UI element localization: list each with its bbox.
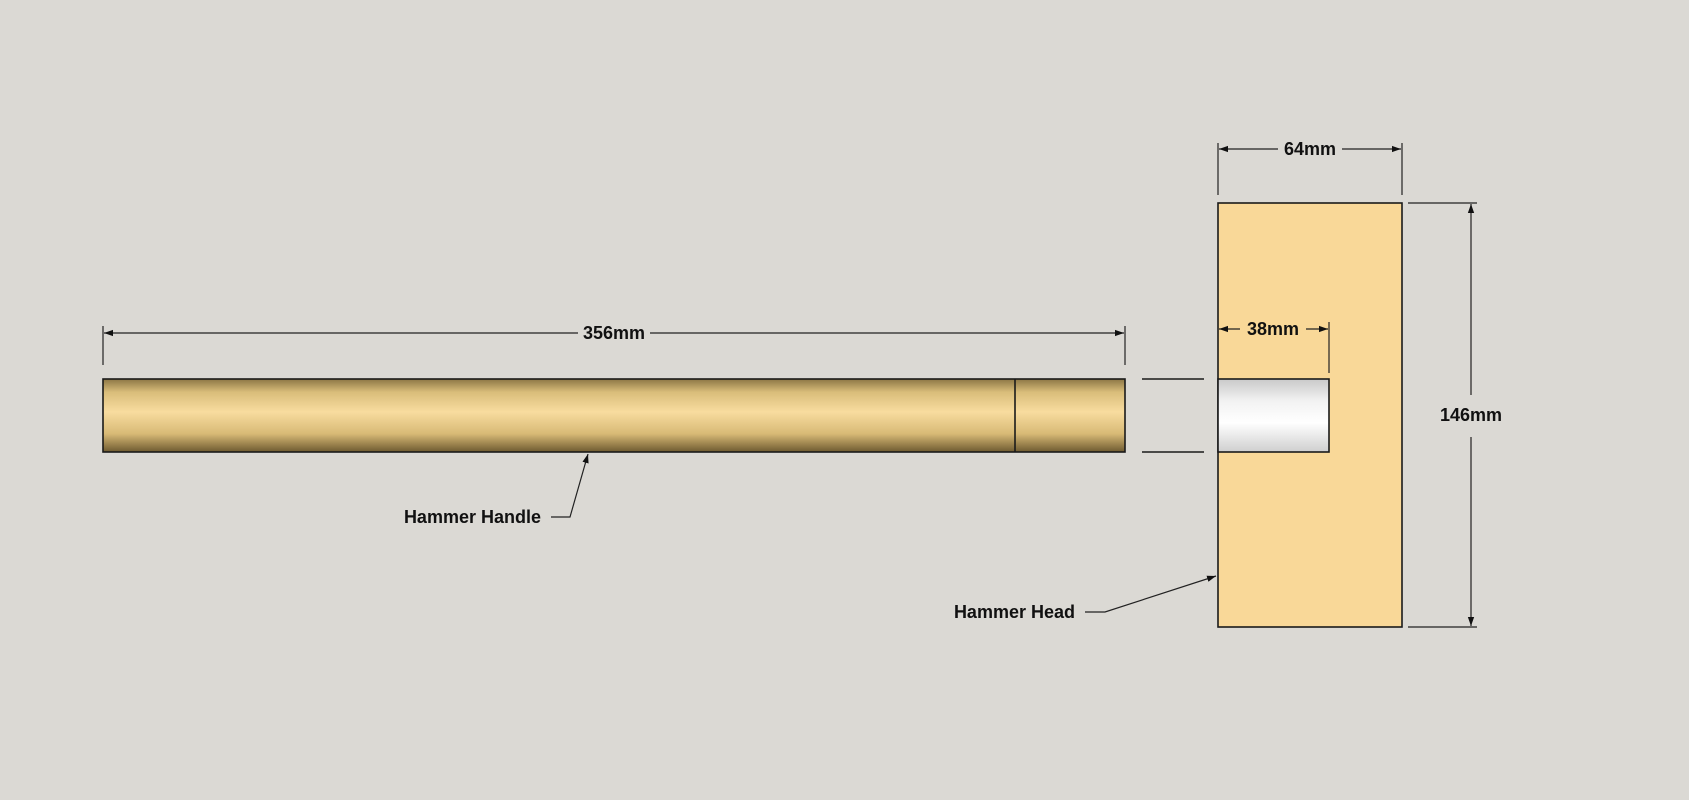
- handle-body: [102, 378, 1126, 453]
- handle-callout: Hammer Handle: [404, 453, 589, 527]
- head-height-dimension: 146mm: [1408, 202, 1502, 628]
- handle-length-label: 356mm: [583, 323, 645, 343]
- handle-hole: [1217, 378, 1330, 453]
- handle-label: Hammer Handle: [404, 507, 541, 527]
- head-height-label: 146mm: [1440, 405, 1502, 425]
- handle-length-dimension: 356mm: [102, 323, 1126, 365]
- hammer-head: [1217, 202, 1403, 628]
- head-callout: Hammer Head: [954, 575, 1217, 622]
- hole-depth-label: 38mm: [1247, 319, 1299, 339]
- alignment-lines: [1142, 378, 1204, 453]
- head-width-dimension: 64mm: [1217, 139, 1403, 195]
- head-label: Hammer Head: [954, 602, 1075, 622]
- hammer-handle: [102, 378, 1126, 453]
- hole-depth-dimension: 38mm: [1219, 319, 1330, 373]
- head-width-label: 64mm: [1284, 139, 1336, 159]
